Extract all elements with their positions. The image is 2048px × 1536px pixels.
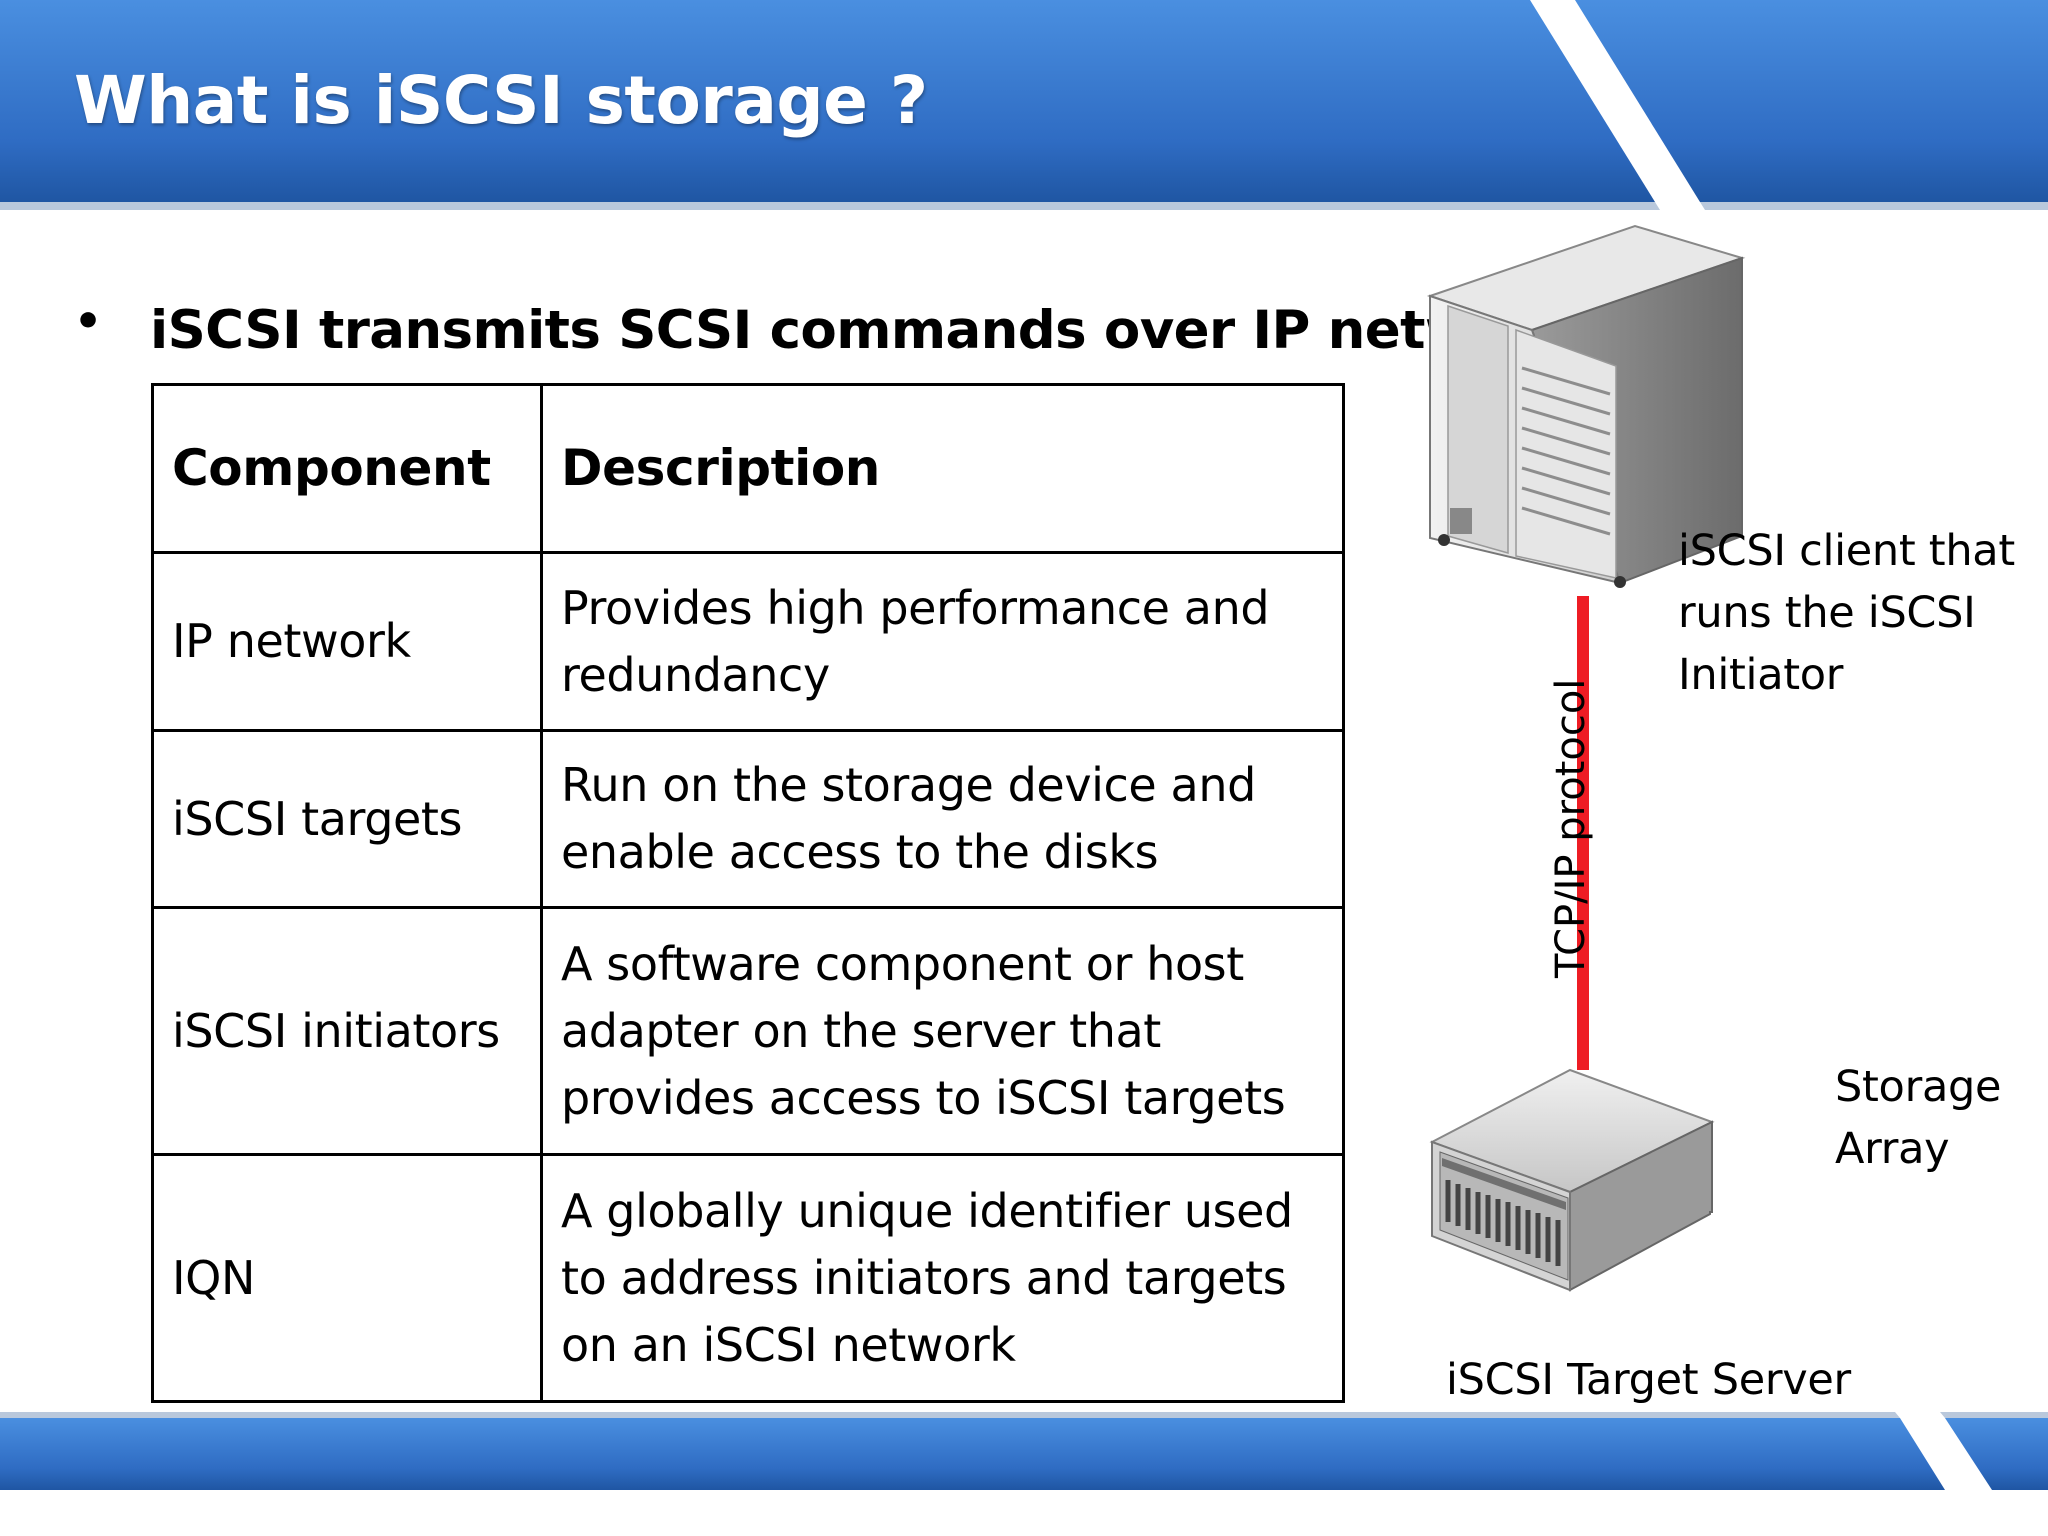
cell-component: iSCSI initiators xyxy=(151,906,543,1156)
bullet-text: iSCSI transmits SCSI commands over IP ne… xyxy=(150,300,1601,361)
table-row: IP network Provides high performance and… xyxy=(151,551,1345,732)
cell-component: iSCSI targets xyxy=(151,729,543,909)
header-description: Description xyxy=(540,383,1345,554)
header-band xyxy=(0,0,2048,210)
network-link-line xyxy=(1577,596,1589,1070)
server-icon xyxy=(1426,224,1746,588)
bullet-marker: • xyxy=(74,296,103,347)
client-label-text: iSCSI client that runs the iSCSI Initiat… xyxy=(1678,526,2015,700)
slide-title: What is iSCSI storage ? xyxy=(74,62,928,139)
table-row: iSCSI initiators A software component or… xyxy=(151,906,1345,1156)
storage-label-text: Storage Array xyxy=(1835,1062,2002,1174)
table-row: IQN A globally unique identifier used to… xyxy=(151,1153,1345,1403)
cell-description: Run on the storage device and enable acc… xyxy=(540,729,1345,909)
table-header-row: Component Description xyxy=(151,383,1345,554)
client-label: iSCSI client that runs the iSCSI Initiat… xyxy=(1678,520,2018,706)
header-component: Component xyxy=(151,383,543,554)
storage-array-icon xyxy=(1429,1068,1715,1292)
components-table: Component Description IP network Provide… xyxy=(151,383,1345,1403)
cell-component: IP network xyxy=(151,551,543,732)
cell-description: Provides high performance and redundancy xyxy=(540,551,1345,732)
cell-component: IQN xyxy=(151,1153,543,1403)
cell-description: A globally unique identifier used to add… xyxy=(540,1153,1345,1403)
footer-band xyxy=(0,1412,2048,1490)
storage-array-label: Storage Array xyxy=(1835,1056,2025,1180)
cell-description: A software component or host adapter on … xyxy=(540,906,1345,1156)
link-label: TCP/IP protocol xyxy=(1548,678,1594,978)
table-row: iSCSI targets Run on the storage device … xyxy=(151,729,1345,909)
target-server-label: iSCSI Target Server xyxy=(1446,1355,1851,1405)
